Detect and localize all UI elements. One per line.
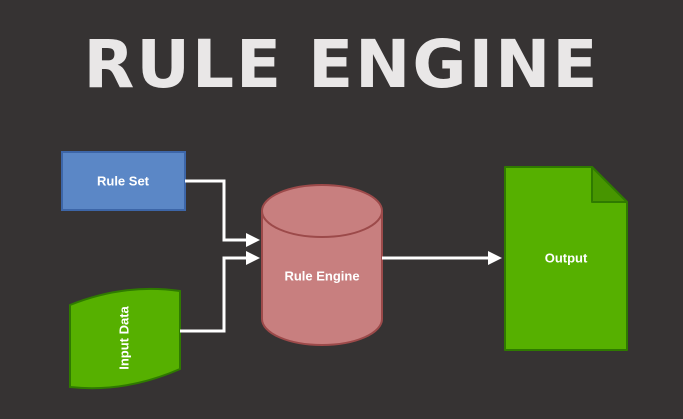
node-rule-set: Rule Set [61,151,186,211]
diagram-title: RULE ENGINE [83,26,600,103]
output-label: Output [545,250,588,265]
output-folded-corner [591,166,628,203]
rule-engine-cylinder-body [261,211,383,346]
input-data-label: Input Data [116,305,131,369]
node-rule-engine: Rule Engine [261,184,383,346]
rule-set-shape [61,151,186,211]
arrow-input-data-line [180,256,246,333]
arrowhead-icon [488,251,502,265]
node-input-data: Input Data [69,287,181,390]
rule-engine-label: Rule Engine [284,268,359,283]
input-data-shape [69,287,181,390]
arrow-input-data-to-rule-engine [180,251,260,333]
output-document-shape [504,166,628,351]
arrowhead-icon [246,251,260,265]
arrowhead-icon [246,233,260,247]
rule-set-label: Rule Set [97,173,150,188]
arrow-rule-engine-to-output [382,251,502,265]
arrow-rule-set-line [185,179,246,242]
rule-engine-cylinder-top [261,184,383,238]
arrow-rule-set-to-rule-engine [185,179,260,247]
node-output: Output [504,166,628,351]
